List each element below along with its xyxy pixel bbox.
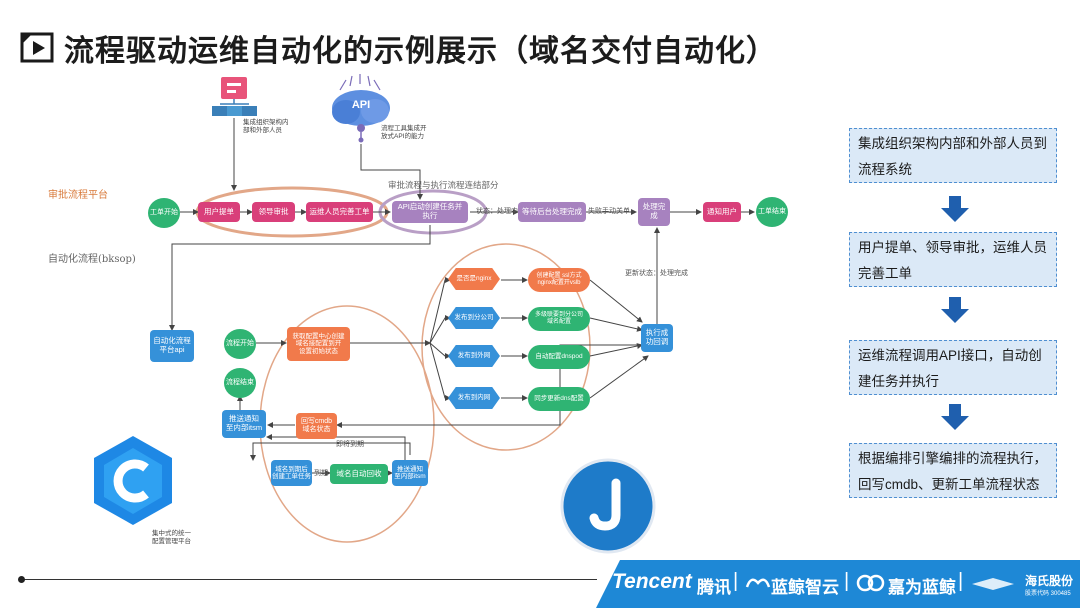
status-label: 状态：处理中 bbox=[476, 208, 518, 215]
expire-ticket-node: 域名到期后 创建工单任务 bbox=[271, 460, 312, 486]
leader-approve-node: 领导审批 bbox=[252, 202, 295, 222]
push-notify-node-2: 推送通知 至内部itsm bbox=[392, 460, 428, 486]
flow-start-node: 流程开始 bbox=[224, 329, 256, 359]
side-note-4: 根据编排引擎编排的流程执行，回写cmdb、更新工单流程状态 bbox=[849, 443, 1057, 498]
footer-bar bbox=[596, 560, 1080, 608]
play-icon bbox=[20, 32, 54, 63]
notify-user-node: 通知用户 bbox=[703, 202, 741, 222]
api-task-node: API启动创建任务并执行 bbox=[392, 201, 468, 223]
config-center-node: 获取配置中心创建 域名接配置到开 设置初始状态 bbox=[287, 327, 350, 361]
flow-end-node: 流程结束 bbox=[224, 368, 256, 398]
gateway-highlight-ellipse bbox=[421, 243, 591, 451]
automation-api-node: 自动化流程 平台api bbox=[150, 330, 194, 362]
approval-lane-label: 审批流程平台 bbox=[48, 190, 108, 201]
footer-partner3-sub: 股票代码 300485 bbox=[1025, 591, 1071, 597]
nginx-config-node: 创建配置 ssl方式 nginx配置开vslb bbox=[528, 268, 590, 292]
gateway-branch-node: 发布到分公司 bbox=[448, 307, 500, 329]
down-arrow-icon bbox=[941, 404, 969, 430]
wait-node: 等待后台处理完成 bbox=[518, 202, 586, 222]
footer-tencent: Tencent bbox=[612, 570, 692, 593]
footer-tencent-cn: 腾讯 bbox=[697, 578, 731, 597]
bridge-label: 审批流程与执行流程连结部分 bbox=[388, 181, 499, 191]
j-logo-icon bbox=[560, 458, 656, 554]
footer-sep: | bbox=[733, 570, 739, 592]
api-icon-text: API bbox=[352, 99, 370, 111]
cmdb-caption: 集中式的统一 配置管理平台 bbox=[152, 530, 191, 545]
automation-lane-label: 自动化流程(bksop) bbox=[48, 254, 136, 265]
update-label: 更新状态：处理完成 bbox=[625, 270, 688, 277]
push-notify-node: 推送通知 至内部itsm bbox=[222, 410, 266, 438]
footer-dot bbox=[18, 576, 25, 583]
down-arrow-icon bbox=[941, 297, 969, 323]
org-note: 集成组织架构内 部和外部人员 bbox=[243, 119, 289, 134]
side-note-1: 集成组织架构内部和外部人员到流程系统 bbox=[849, 128, 1057, 183]
fail-label: 失败手动关单 bbox=[588, 208, 630, 215]
cmdb-logo-icon bbox=[94, 436, 172, 525]
down-arrow-icon bbox=[941, 196, 969, 222]
ops-complete-node: 运维人员完善工单 bbox=[306, 202, 373, 222]
canway-logo-icon bbox=[856, 574, 885, 592]
footer-partner2: 嘉为蓝鲸 bbox=[888, 578, 956, 597]
gateway-internal-node: 发布到内网 bbox=[448, 387, 500, 409]
ticket-end-node: 工单结束 bbox=[756, 197, 788, 227]
expire-soon-label: 即将到期 bbox=[336, 441, 364, 448]
expire-label: 到期 bbox=[314, 470, 328, 477]
branch-config-node: 多级联要到分公司 域名配置 bbox=[528, 307, 590, 331]
side-note-3: 运维流程调用API接口，自动创建任务并执行 bbox=[849, 340, 1057, 395]
bluking-logo-icon bbox=[745, 578, 771, 588]
user-submit-node: 用户提单 bbox=[198, 202, 240, 222]
dns-sync-node: 同步更新dns配置 bbox=[528, 387, 590, 411]
org-chart-icon bbox=[212, 77, 257, 116]
gateway-external-node: 发布到外网 bbox=[448, 345, 500, 367]
auto-recycle-node: 域名自动回收 bbox=[330, 464, 388, 484]
done-node: 处理完成 bbox=[638, 198, 670, 226]
page-title: 流程驱动运维自动化的示例展示（域名交付自动化） bbox=[64, 35, 777, 68]
footer-line bbox=[22, 579, 597, 580]
footer-sep: | bbox=[958, 570, 964, 592]
footer-partner1: 蓝鲸智云 bbox=[771, 578, 839, 597]
ticket-start-node: 工单开始 bbox=[148, 198, 180, 228]
api-cloud-icon: API bbox=[332, 74, 390, 143]
dnspod-config-node: 自动配置dnspod bbox=[528, 345, 590, 369]
exec-callback-node: 执行成 功回调 bbox=[641, 324, 673, 352]
hithium-logo-icon bbox=[972, 578, 1014, 590]
api-note: 流程工具集成开 放式API的能力 bbox=[381, 125, 427, 140]
side-note-2: 用户提单、领导审批，运维人员完善工单 bbox=[849, 232, 1057, 287]
cmdb-writeback-node: 回写cmdb 域名状态 bbox=[296, 413, 337, 439]
footer-sep: | bbox=[844, 570, 850, 592]
footer-partner3: 海氏股份 bbox=[1025, 574, 1074, 588]
gateway-nginx-node: 是否是nginx bbox=[448, 268, 500, 290]
